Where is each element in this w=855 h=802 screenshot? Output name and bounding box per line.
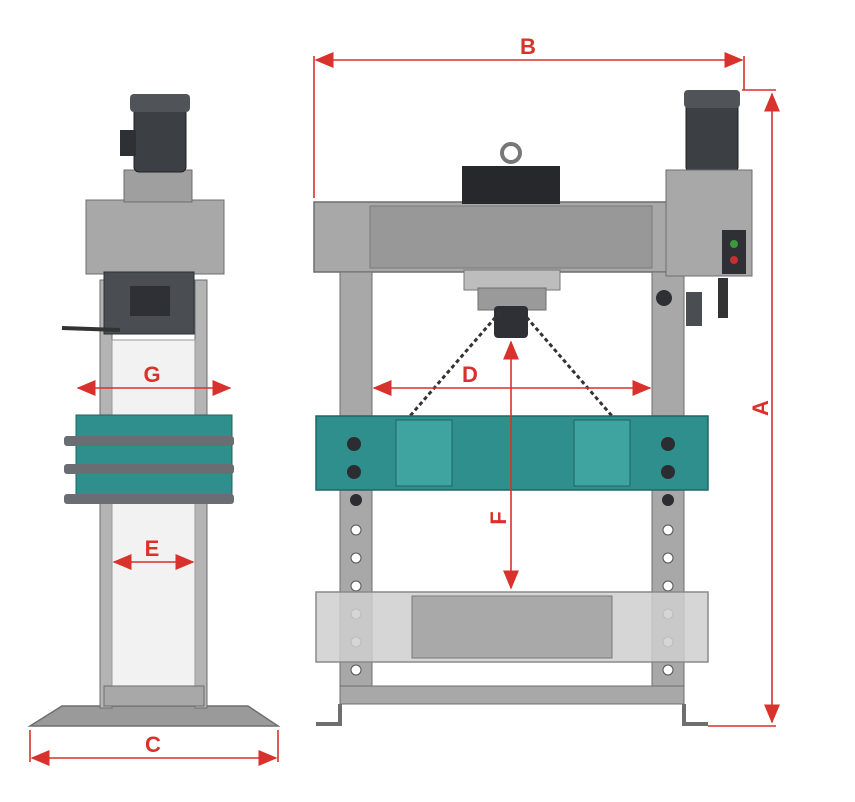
front-control-button-red (730, 256, 738, 264)
side-beam (75, 414, 233, 496)
front-bottom-crossbar (339, 685, 685, 705)
side-hand-lever (61, 326, 121, 332)
dimension-d-label: D (462, 362, 478, 387)
front-view-press (313, 90, 753, 726)
front-beam-pad-right (573, 419, 631, 487)
side-column-inner (111, 339, 196, 689)
side-motor-terminal (120, 130, 136, 156)
side-head-upper (123, 169, 193, 203)
side-lower-crossbar (103, 685, 205, 707)
side-head-block (85, 199, 225, 275)
front-lower-table-center (411, 595, 613, 659)
dimension-b-label: B (520, 34, 536, 59)
front-motor-cap (684, 90, 740, 108)
dimension-f-label: F (486, 511, 511, 524)
side-valve-block (103, 271, 195, 335)
front-lifting-eye (500, 142, 522, 164)
side-beam-rod-3 (64, 494, 234, 504)
dimension-lines (29, 52, 780, 766)
front-pressure-gauge-stem (718, 278, 728, 318)
side-motor-cap (130, 94, 190, 112)
front-top-crossbar-inner (369, 205, 653, 269)
side-valve-detail (130, 286, 170, 316)
dimension-a-label: A (748, 400, 773, 416)
dimension-c-label: C (145, 732, 161, 757)
front-beam (315, 415, 709, 491)
front-foot-right (682, 704, 708, 726)
dimension-g-label: G (143, 362, 160, 387)
front-control-box (722, 230, 746, 274)
front-control-button-green (730, 240, 738, 248)
front-valve-handle (686, 292, 702, 326)
side-view-press (27, 94, 281, 727)
front-pressure-gauge (656, 290, 672, 306)
front-beam-bolts (347, 437, 675, 506)
front-chain-left (408, 311, 502, 417)
front-foot-left (316, 704, 342, 726)
front-chain-right (520, 311, 614, 417)
front-ram (494, 306, 528, 338)
front-beam-pad-left (395, 419, 453, 487)
front-cylinder (463, 269, 561, 291)
front-top-bracket (462, 166, 560, 204)
side-beam-rod-1 (64, 436, 234, 446)
side-beam-rod-2 (64, 464, 234, 474)
side-base-plate (27, 705, 281, 727)
dimension-e-label: E (145, 536, 160, 561)
